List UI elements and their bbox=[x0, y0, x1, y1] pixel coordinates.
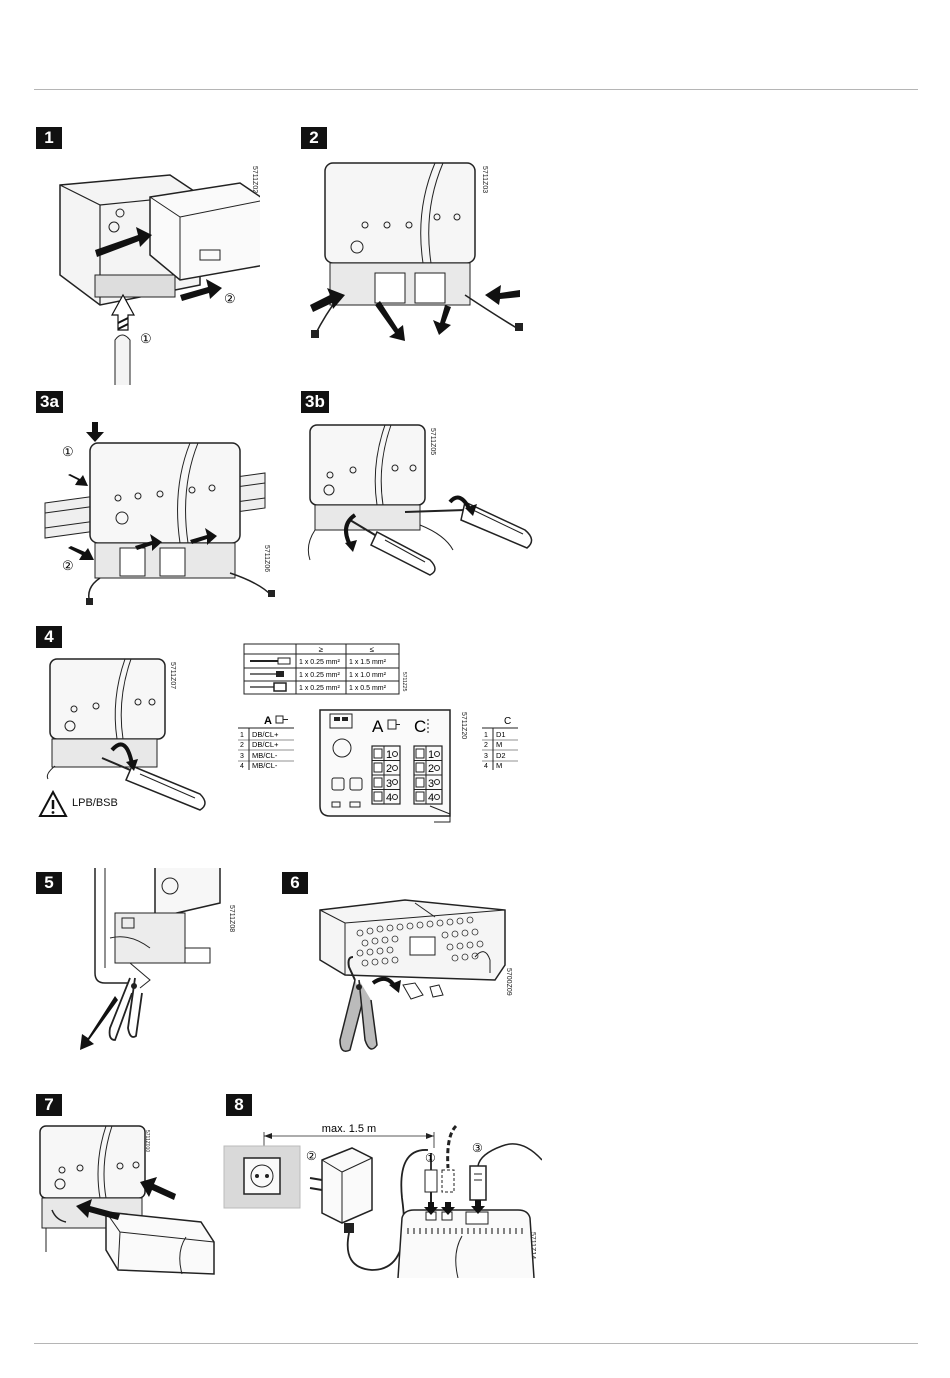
terminal-c-row-4-label: M bbox=[496, 761, 502, 770]
step-4-badge: 4 bbox=[36, 626, 62, 648]
step-8-illustration: max. 1.5 m ② ① ③ bbox=[222, 1118, 542, 1278]
step-8-marker-2: ② bbox=[306, 1149, 317, 1163]
terminal-a-row-3-num: 3 bbox=[240, 753, 244, 760]
step-8-marker-3: ③ bbox=[472, 1141, 483, 1155]
step-7-badge: 7 bbox=[36, 1094, 62, 1116]
step-8-badge: 8 bbox=[226, 1094, 252, 1116]
step-3a-marker-1: ① bbox=[62, 444, 74, 459]
block-a-pin-4: 4 bbox=[386, 792, 392, 804]
module-label-c: C bbox=[414, 717, 426, 736]
terminal-a-row-1-label: DB/CL+ bbox=[252, 730, 279, 739]
step-3a-badge: 3a bbox=[36, 391, 63, 413]
table-row-1-max: 1 x 1.5 mm² bbox=[349, 659, 387, 666]
terminal-c-row-2-num: 2 bbox=[484, 742, 488, 749]
wire-gauge-table: ≥ ≤ 1 x 0.25 mm² 1 x 1.5 mm² 1 x 0.25 mm… bbox=[240, 640, 410, 700]
step-1-marker-1: ① bbox=[140, 331, 152, 346]
table-header-min: ≥ bbox=[319, 645, 324, 654]
terminal-c-row-2-label: M bbox=[496, 740, 502, 749]
module-label-a: A bbox=[372, 717, 384, 736]
step-1-illustration: ① ② bbox=[40, 155, 260, 385]
step-3b-badge: 3b bbox=[301, 391, 329, 413]
step-3a-marker-2: ② bbox=[62, 558, 74, 573]
wire-table-code: 5711Z25 bbox=[401, 672, 407, 691]
module-diagram-code: 5711Z20 bbox=[460, 712, 467, 739]
terminal-c-row-3-num: 3 bbox=[484, 753, 488, 760]
step-6-illustration bbox=[315, 895, 515, 1070]
block-a-pin-2: 2 bbox=[386, 763, 392, 775]
warning-icon bbox=[38, 790, 68, 818]
bottom-rule bbox=[34, 1343, 918, 1344]
terminal-a-row-4-label: MB/CL- bbox=[252, 761, 278, 770]
block-c-pin-3: 3 bbox=[428, 778, 434, 790]
power-socket-icon bbox=[244, 1158, 280, 1194]
top-rule bbox=[34, 89, 918, 90]
table-row-3-min: 1 x 0.25 mm² bbox=[299, 685, 341, 692]
step-2-badge: 2 bbox=[301, 127, 327, 149]
table-header-max: ≤ bbox=[370, 645, 375, 654]
block-c-pin-1: 1 bbox=[428, 749, 434, 761]
terminal-a-row-3-label: MB/CL- bbox=[252, 751, 278, 760]
terminal-c-row-1-num: 1 bbox=[484, 732, 488, 739]
terminal-c-legend: C 1 D1 2 M 3 D2 4 M bbox=[480, 712, 520, 772]
warning-label: LPB/BSB bbox=[72, 797, 118, 809]
block-c-pin-2: 2 bbox=[428, 763, 434, 775]
table-row-1-min: 1 x 0.25 mm² bbox=[299, 659, 341, 666]
terminal-a-row-4-num: 4 bbox=[240, 763, 244, 770]
step-1-badge: 1 bbox=[36, 127, 62, 149]
terminal-a-legend: A 1 DB/CL+ 2 DB/CL+ 3 MB/CL- 4 MB/CL- bbox=[236, 712, 296, 772]
step-5-badge: 5 bbox=[36, 872, 62, 894]
block-c-pin-4: 4 bbox=[428, 792, 434, 804]
terminal-module-diagram: A C 1 2 3 4 1 2 3 4 bbox=[310, 706, 460, 826]
block-a-pin-3: 3 bbox=[386, 778, 392, 790]
terminal-c-row-3-label: D2 bbox=[496, 751, 506, 760]
terminal-a-row-2-num: 2 bbox=[240, 742, 244, 749]
terminal-a-header: A bbox=[264, 715, 272, 727]
step-3b-illustration bbox=[305, 420, 545, 590]
table-row-3-max: 1 x 0.5 mm² bbox=[349, 685, 387, 692]
step-5-illustration bbox=[70, 868, 240, 1058]
table-row-2-max: 1 x 1.0 mm² bbox=[349, 672, 387, 679]
terminal-c-row-1-label: D1 bbox=[496, 730, 506, 739]
step-1-marker-2: ② bbox=[224, 291, 236, 306]
block-a-pin-1: 1 bbox=[386, 749, 392, 761]
step-3a-illustration: ① ② bbox=[40, 418, 280, 618]
step-8-marker-1: ① bbox=[425, 1151, 436, 1165]
terminal-a-row-2-label: DB/CL+ bbox=[252, 740, 279, 749]
step-2-illustration bbox=[305, 155, 525, 355]
terminal-c-row-4-num: 4 bbox=[484, 763, 488, 770]
terminal-c-header: C bbox=[504, 716, 511, 727]
terminal-a-row-1-num: 1 bbox=[240, 732, 244, 739]
table-row-2-min: 1 x 0.25 mm² bbox=[299, 672, 341, 679]
step-7-illustration bbox=[36, 1122, 216, 1282]
distance-label: max. 1.5 m bbox=[322, 1123, 376, 1135]
step-6-badge: 6 bbox=[282, 872, 308, 894]
